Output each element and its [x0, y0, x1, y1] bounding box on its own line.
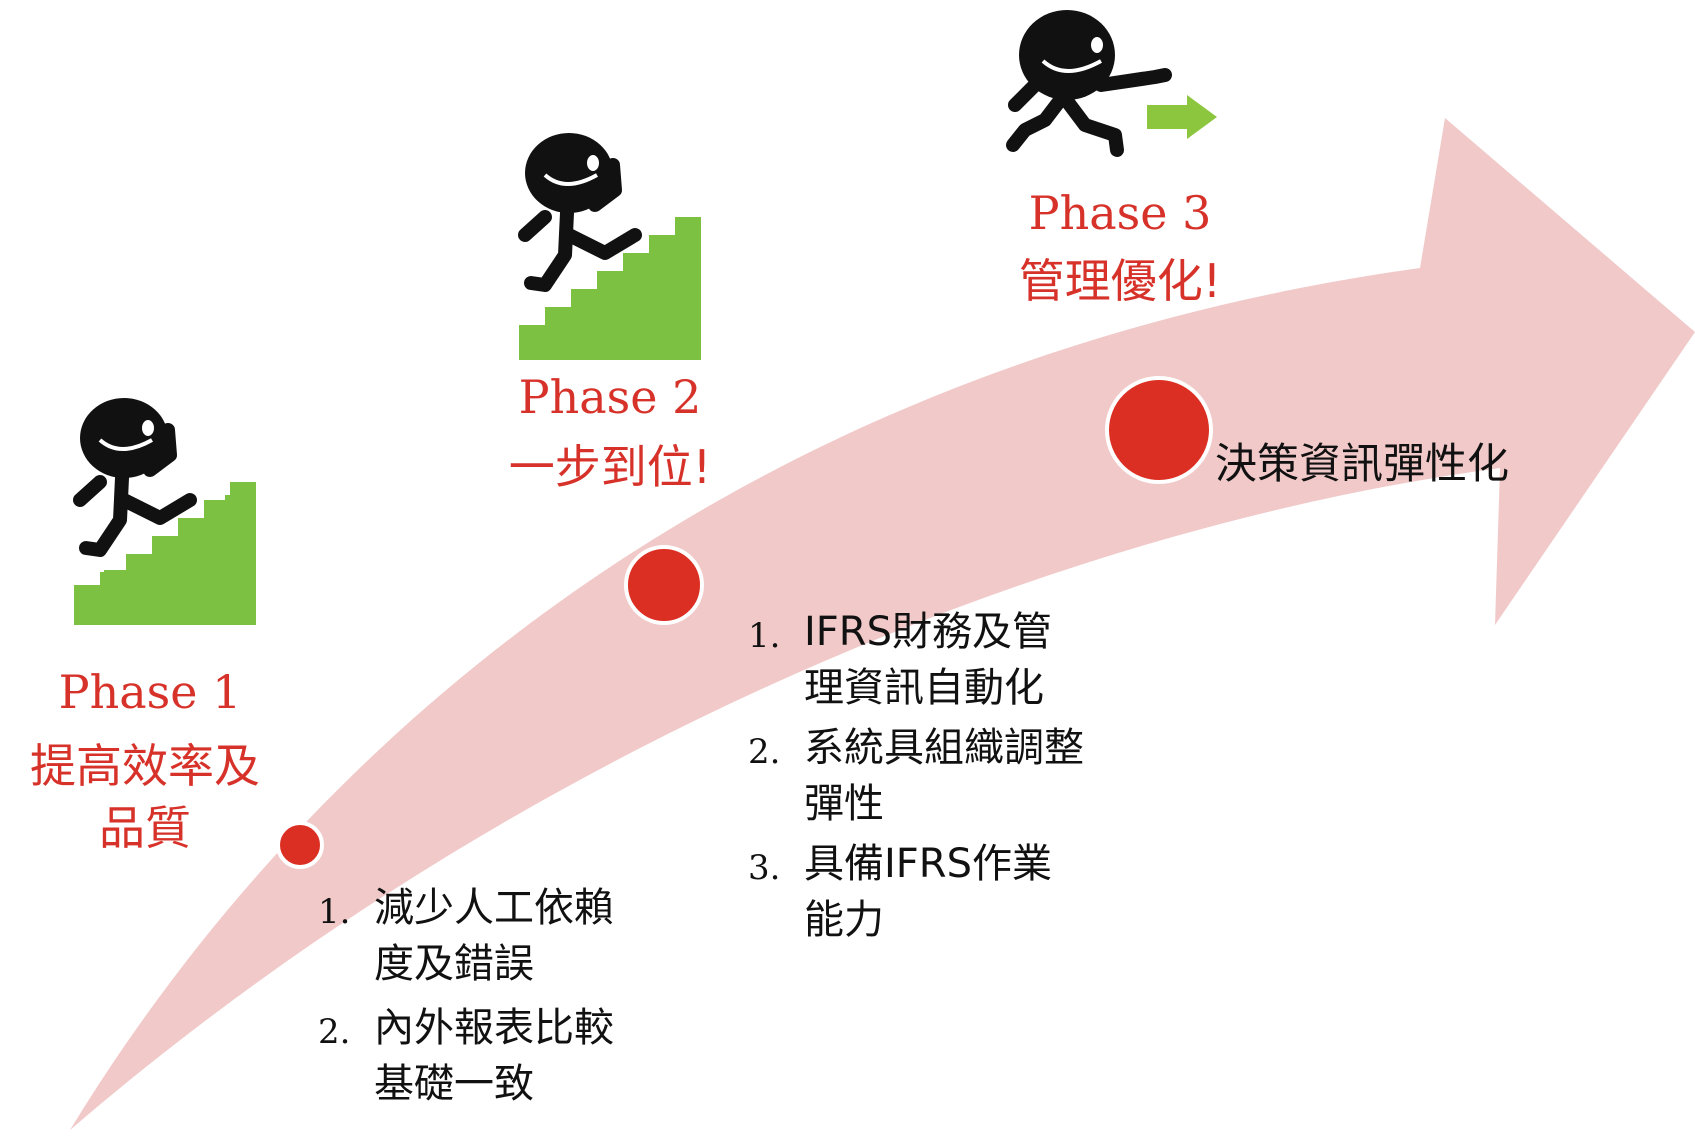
stairs-runner-icon [518, 133, 701, 360]
phase-3-title: Phase 3 [1028, 186, 1212, 240]
milestone-dot-3 [1105, 376, 1213, 484]
item-text: 度及錯誤 [374, 941, 534, 987]
item-number: 1. [318, 892, 351, 932]
phase-3-subtitle: 管理優化! [990, 250, 1250, 312]
item-text: 內外報表比較 [374, 1005, 614, 1051]
milestone-dot-1 [276, 821, 324, 869]
phase-3-goal: 決策資訊彈性化 [1215, 439, 1510, 488]
item-number: 2. [748, 732, 781, 772]
item-text: 系統具組織調整 [804, 725, 1084, 771]
pointing-runner-icon [1006, 10, 1217, 157]
phase-3-subtitle-line: 管理優化! [1018, 254, 1222, 308]
item-text: 能力 [804, 897, 884, 943]
phase-2-title: Phase 2 [518, 370, 702, 424]
item-text: 減少人工依賴 [374, 885, 614, 931]
phase-1-subtitle-line: 提高效率及 [30, 739, 260, 793]
phase-1-title: Phase 1 [58, 665, 242, 719]
phase-2-item-list: 1. IFRS財務及管 理資訊自動化 2. 系統具組織調整 彈性 3. 具備IF… [748, 604, 1148, 944]
item-number: 3. [748, 848, 781, 888]
phase-2-subtitle-line: 一步到位! [508, 440, 712, 494]
curved-arrow-shape [70, 118, 1695, 1130]
phase-2-subtitle: 一步到位! [480, 436, 740, 498]
phase-1-item-list: 1. 減少人工依賴 度及錯誤 2. 內外報表比較 基礎一致 [318, 880, 678, 1120]
item-number: 2. [318, 1012, 351, 1052]
phase-1-subtitle-line: 品質 [99, 801, 191, 855]
milestone-dot-2 [624, 545, 704, 625]
stairs-runner-icon [73, 398, 256, 625]
item-text: 基礎一致 [374, 1061, 534, 1107]
item-text: 彈性 [804, 781, 884, 827]
item-text: 理資訊自動化 [804, 665, 1044, 711]
item-text: 具備IFRS作業 [804, 841, 1052, 887]
phase-1-subtitle: 提高效率及 品質 [10, 735, 280, 859]
item-number: 1. [748, 616, 781, 656]
item-text: IFRS財務及管 [804, 609, 1052, 655]
